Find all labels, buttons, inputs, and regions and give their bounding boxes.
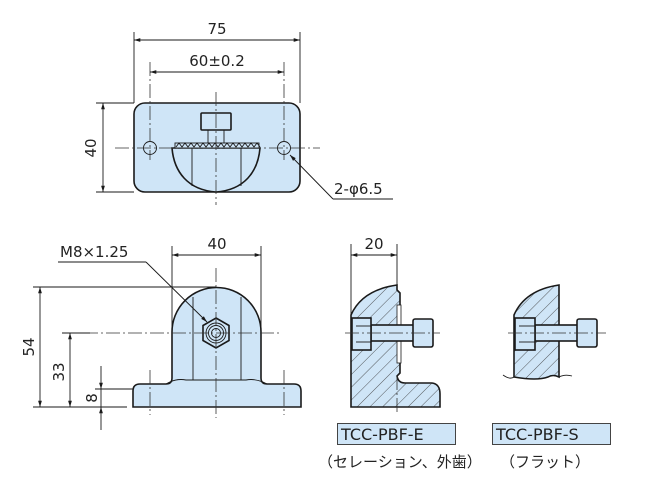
dim-hole-pitch: 60±0.2 [189,52,245,70]
nut [514,317,536,351]
bracket-section-e [350,284,441,408]
nut [351,317,372,351]
dim-75: 75 [207,20,226,38]
dim-depth-20: 20 [364,235,383,253]
dim-base-8: 8 [83,393,101,403]
model-label-s: TCC-PBF-S [492,423,611,445]
top-view: 75 60±0.2 40 2-φ6.5 [82,20,393,205]
dim-height-40: 40 [82,138,100,157]
description-e: （セレーション、外歯） [318,453,482,471]
description-s: （フラット） [500,453,591,471]
dim-height-54: 54 [20,337,38,356]
thread-callout: M8×1.25 [60,243,128,261]
hole-callout: 2-φ6.5 [334,180,383,198]
section-view-s [502,284,606,380]
model-label-e: TCC-PBF-E [337,423,456,445]
dim-center-33: 33 [50,362,68,381]
front-view: 40 M8×1.25 54 33 8 [20,235,302,430]
dim-width-40: 40 [207,235,226,253]
section-view-e: 20 [345,235,441,414]
